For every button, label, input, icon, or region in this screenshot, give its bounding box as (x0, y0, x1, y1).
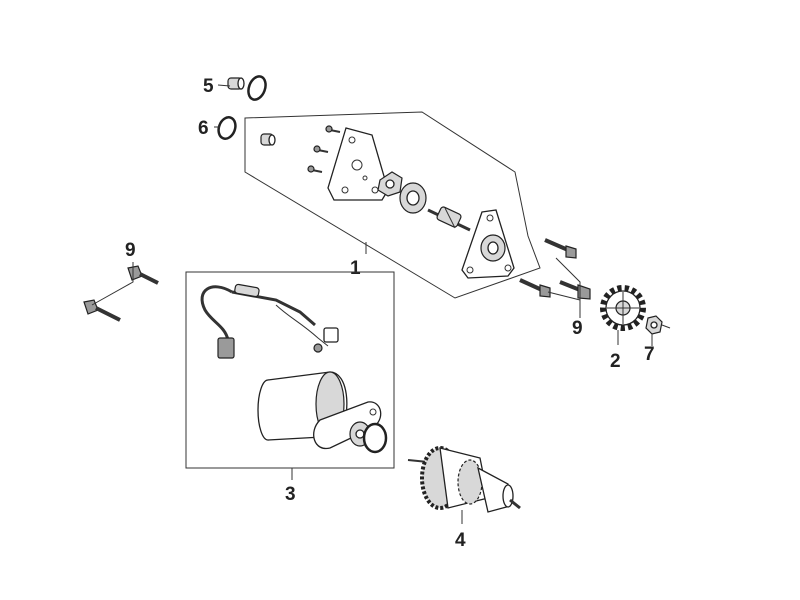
part-o-ring-lower (217, 116, 237, 140)
part-cap (227, 77, 245, 90)
part-starter-clutch (407, 446, 521, 513)
part-o-ring-upper (247, 75, 267, 101)
callout-2: 2 (610, 351, 621, 372)
part-brush-holder (377, 171, 403, 197)
callout-3: 3 (285, 484, 296, 505)
part-long-bolt-lower (519, 278, 551, 298)
callout-9-left: 9 (125, 240, 136, 261)
part-bolt-left-lower (83, 299, 121, 322)
callout-5: 5 (203, 76, 214, 97)
part-starter-motor (257, 371, 388, 454)
callout-7: 7 (644, 344, 655, 365)
part-wiring-harness (200, 283, 339, 359)
part-bolt-right (559, 280, 591, 300)
starter-motor-box (185, 271, 395, 469)
callout-1: 1 (350, 258, 361, 279)
part-nut (645, 315, 671, 335)
part-planet-gear (399, 182, 427, 214)
starter-assembly-outline (244, 111, 541, 299)
part-bolt-left-upper (127, 265, 159, 285)
part-bushing (260, 133, 276, 146)
callout-9-right: 9 (572, 318, 583, 339)
callout-4: 4 (455, 530, 466, 551)
part-end-plate (327, 127, 389, 201)
part-plate-screws (307, 125, 341, 173)
part-front-bracket (461, 209, 515, 279)
part-sprocket (600, 285, 646, 331)
part-armature (427, 206, 471, 232)
callout-6: 6 (198, 118, 209, 139)
part-long-bolt-upper (544, 238, 577, 259)
